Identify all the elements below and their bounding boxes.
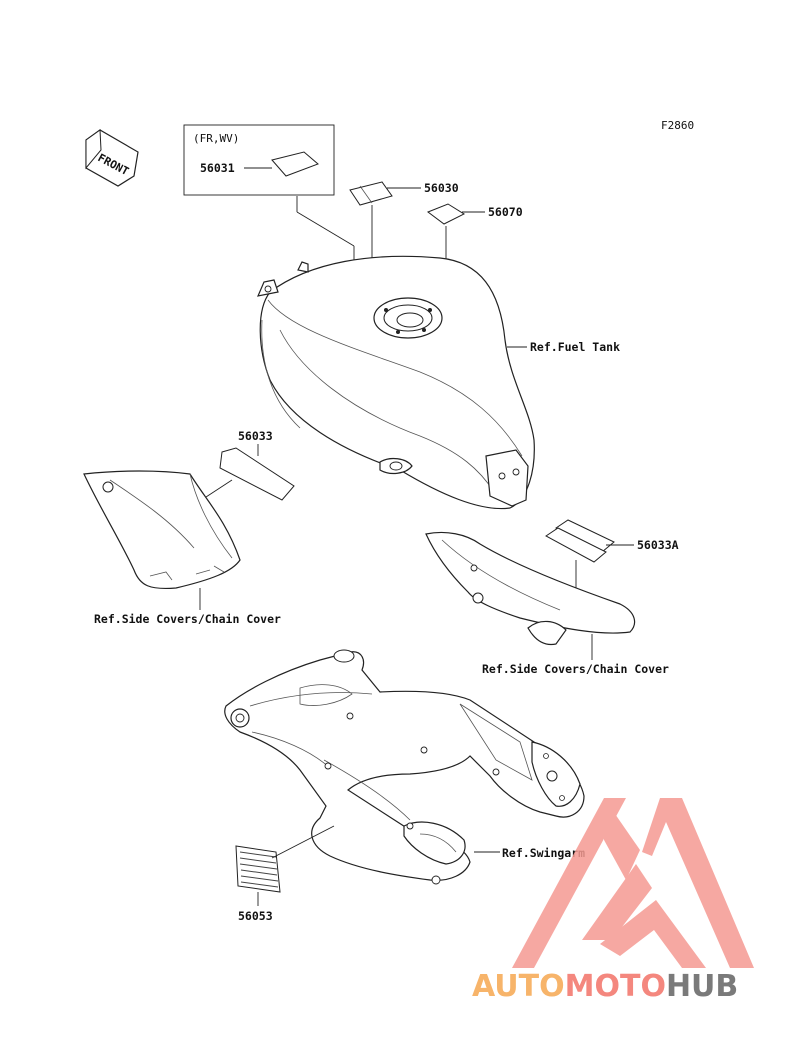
figure-code: F2860 [661,119,694,132]
label-56031-sticker [271,151,319,177]
front-arrow-icon: FRONT [85,129,139,187]
swingarm-drawing: Ref.Swingarm [224,649,585,885]
ref-fuel-tank-label: Ref.Fuel Tank [530,340,620,354]
label-56033: 56033 [205,429,295,501]
ref-side-covers-right-label: Ref.Side Covers/Chain Cover [482,662,669,676]
svg-text:AUTOMOTOHUB: AUTOMOTOHUB [472,969,738,1004]
variant-label: (FR,WV) [193,132,239,145]
part-56030-label: 56030 [424,181,459,195]
logo-word-moto: MOTO [565,969,666,1004]
part-56070-label: 56070 [488,205,523,219]
chain-cover-drawing: Ref.Side Covers/Chain Cover [425,531,669,676]
label-56053: 56053 [235,825,335,923]
variant-box: (FR,WV) 56031 [183,124,355,288]
logo-word-auto: AUTO [472,969,565,1004]
label-56033A: 56033A [545,519,679,594]
logo-word-hub: HUB [666,969,738,1004]
label-56030: 56030 [349,181,459,288]
logo-triangle-icon [512,798,754,968]
part-56053-label: 56053 [238,909,273,923]
ref-swingarm-label: Ref.Swingarm [502,846,585,860]
part-56031-label: 56031 [200,161,235,175]
left-side-cover-drawing: Ref.Side Covers/Chain Cover [83,470,281,626]
fuel-tank-drawing: Ref.Fuel Tank [256,255,620,510]
ref-side-covers-left-label: Ref.Side Covers/Chain Cover [94,612,281,626]
automotohub-logo: AUTOMOTOHUB [472,798,754,1004]
part-56033-label: 56033 [238,429,273,443]
part-56033A-label: 56033A [637,538,679,552]
